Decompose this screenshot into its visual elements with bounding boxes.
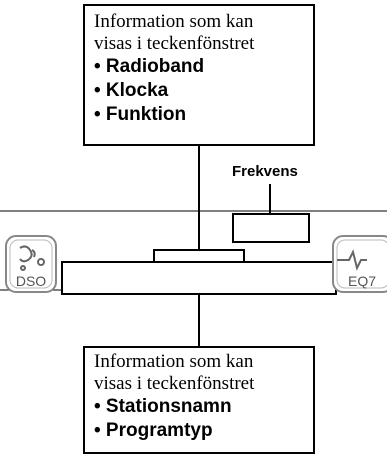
top-callout-item-function: • Funktion: [94, 104, 187, 125]
bottom-callout-item-station-name: • Stationsnamn: [94, 396, 232, 417]
eq7-button[interactable]: EQ7: [332, 235, 387, 293]
eq7-button-label: EQ7: [348, 273, 376, 289]
top-callout-intro-line-2: visas i teckenfönstret: [94, 33, 255, 54]
bottom-callout: Information som kan visas i teckenfönstr…: [83, 346, 315, 454]
frequency-display-segment: [232, 213, 310, 243]
top-callout: Information som kan visas i teckenfönstr…: [83, 4, 315, 146]
bottom-callout-intro-line-2: visas i teckenfönstret: [94, 373, 255, 394]
eq-waveform-icon: [337, 249, 367, 271]
bottom-callout-intro-line-1: Information som kan: [94, 351, 254, 372]
bottom-callout-item-program-type: • Programtyp: [94, 420, 213, 441]
dso-sound-icon: [19, 245, 45, 271]
dso-button[interactable]: DSO: [5, 235, 57, 293]
top-callout-intro-line-1: Information som kan: [94, 11, 254, 32]
top-callout-item-clock: • Klocka: [94, 80, 169, 101]
top-callout-item-radio-band: • Radioband: [94, 56, 205, 77]
station-name-display-segment: [61, 261, 337, 295]
dso-button-label: DSO: [16, 273, 46, 289]
frequency-label: Frekvens: [232, 163, 298, 180]
